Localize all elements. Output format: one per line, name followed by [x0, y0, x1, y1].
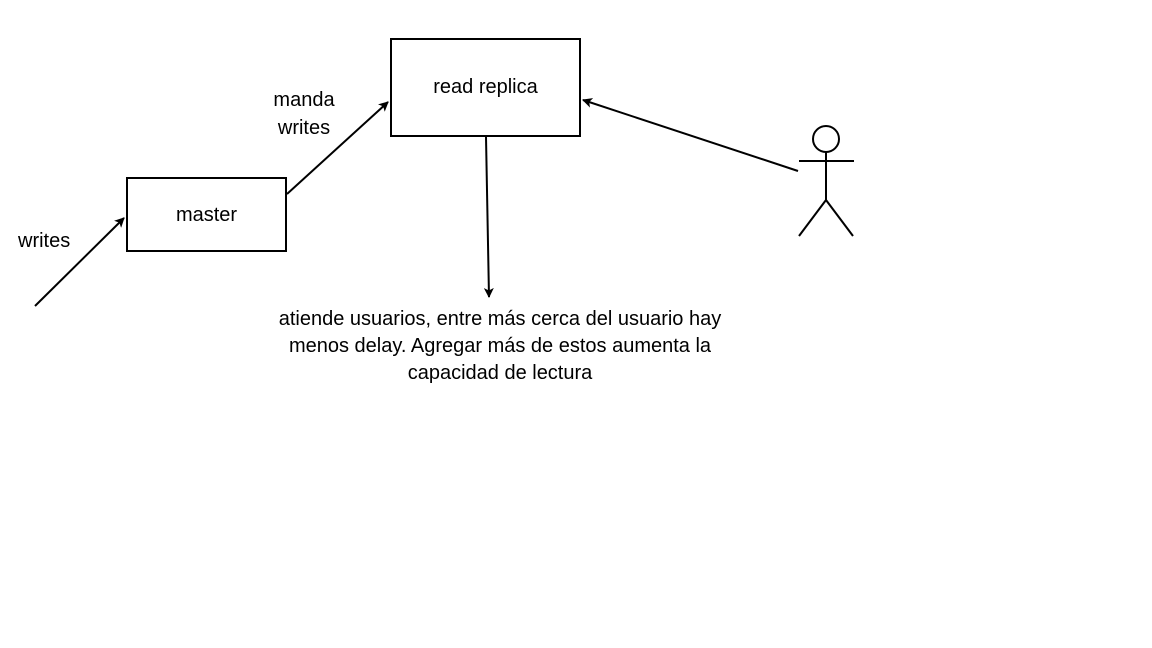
replica-note-arrow: [483, 136, 494, 298]
replication-arrow: [286, 101, 389, 195]
replication-edge-label: manda writes: [273, 89, 335, 139]
master-node[interactable]: master: [126, 177, 287, 252]
read-replica-node[interactable]: read replica: [390, 38, 581, 137]
replica-note-label: atiende usuarios, entre más cerca del us…: [278, 308, 722, 384]
writes-arrow: [34, 217, 125, 307]
read-replica-node-label: read replica: [433, 75, 538, 98]
master-node-label: master: [175, 203, 238, 226]
user-read-arrow: [582, 98, 799, 172]
writes-edge-label: writes: [18, 230, 71, 252]
user-stick-figure-icon: [798, 125, 854, 237]
